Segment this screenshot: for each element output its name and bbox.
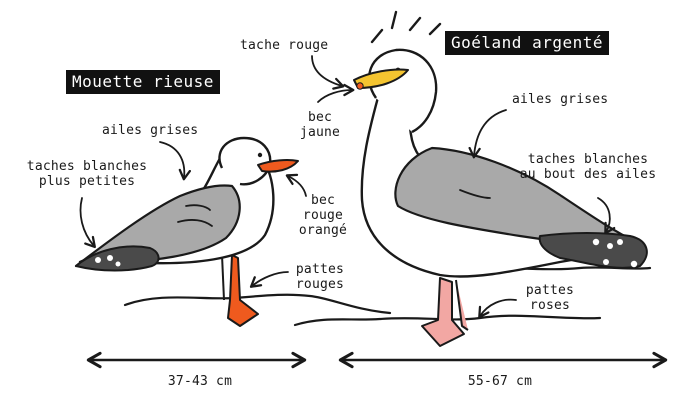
right-label-beak-line1: bec	[292, 110, 348, 125]
left-gull-tip-spot	[116, 262, 121, 267]
left-label-legs: pattes rouges	[285, 262, 355, 292]
left-label-beak-line1: bec	[288, 193, 358, 208]
left-label-spots-line1: taches blanches	[12, 159, 162, 174]
arrow-left-spots	[81, 198, 95, 246]
right-size-label: 55-67 cm	[450, 374, 550, 389]
left-gull-wingtip	[76, 246, 159, 270]
left-gull-tip-spot	[107, 255, 113, 261]
right-label-beak-line2: jaune	[292, 125, 348, 140]
left-label-spots: taches blanches plus petites	[12, 159, 162, 189]
right-label-spots-line1: taches blanches	[508, 152, 668, 167]
arrow-left-wings	[160, 142, 184, 178]
right-label-wings: ailes grises	[512, 92, 608, 107]
right-gull-leg-2	[456, 280, 468, 330]
left-label-beak-line3: orangé	[288, 223, 358, 238]
right-label-legs-line2: roses	[515, 298, 585, 313]
arrow-right-legs	[480, 300, 516, 316]
arrow-right-beak	[318, 90, 352, 102]
arrow-right-redspot	[312, 56, 342, 86]
left-bird-title: Mouette rieuse	[66, 70, 220, 94]
right-label-beak: bec jaune	[292, 110, 348, 140]
right-bird-title: Goéland argenté	[445, 31, 609, 55]
left-gull-leg-2	[222, 255, 224, 300]
right-gull-tip-spot	[603, 259, 609, 265]
left-size-label: 37-43 cm	[150, 374, 250, 389]
right-label-legs: pattes roses	[515, 283, 585, 313]
left-label-legs-line1: pattes	[285, 262, 355, 277]
left-gull-leg-1	[228, 255, 258, 326]
arrow-left-legs	[252, 272, 288, 286]
right-gull-tip-spot	[631, 261, 637, 267]
left-gull-eye	[258, 153, 262, 157]
right-label-redspot: tache rouge	[240, 38, 328, 53]
right-gull-tip-spot	[617, 239, 623, 245]
left-label-beak-line2: rouge	[288, 208, 358, 223]
right-label-legs-line1: pattes	[515, 283, 585, 298]
arrow-right-wings	[474, 110, 506, 156]
right-label-spots: taches blanches au bout des ailes	[508, 152, 668, 182]
left-label-beak: bec rouge orangé	[288, 193, 358, 238]
ground-line-left	[125, 295, 390, 313]
emphasis-lines	[372, 12, 440, 42]
left-label-wings: ailes grises	[102, 123, 198, 138]
right-gull-red-spot	[357, 83, 363, 89]
right-label-spots-line2: au bout des ailes	[508, 167, 668, 182]
left-label-legs-line2: rouges	[285, 277, 355, 292]
left-gull-tip-spot	[95, 257, 101, 263]
right-gull-tip-spot	[607, 243, 613, 249]
left-label-spots-line2: plus petites	[12, 174, 162, 189]
right-gull-tip-spot	[593, 239, 599, 245]
